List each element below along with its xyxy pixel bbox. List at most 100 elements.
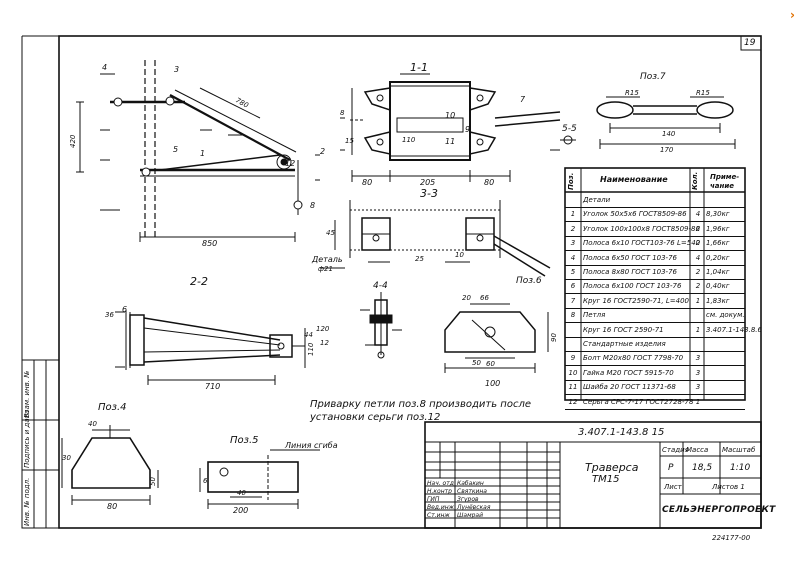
archive-stamp: 224177-00 — [712, 534, 751, 542]
spec-cell-note: 1,83кг — [706, 296, 730, 305]
stage-value: Р — [668, 463, 674, 473]
view-title-2-2: 2-2 — [190, 275, 208, 288]
spec-cell-pos: 10 — [568, 368, 578, 377]
dim-label: 80 — [362, 178, 373, 187]
callout: 3 — [174, 65, 180, 74]
side-label-inv: Инв. № подл. — [23, 477, 31, 526]
spec-cell-qty: 3 — [695, 368, 701, 377]
spec-cell-name: Петля — [583, 311, 606, 320]
spec-cell-note: 1,96кг — [706, 224, 730, 233]
dim-label: 8 — [340, 109, 345, 117]
spec-cell-name: Стандартные изделия — [583, 340, 666, 348]
spec-cell-qty: 2 — [695, 282, 701, 291]
spec-cell-qty: 1 — [695, 397, 701, 406]
spec-header-note: Приме- чание — [710, 173, 740, 190]
spec-header-pos: Поз. — [567, 172, 575, 190]
spec-cell-pos: 9 — [570, 354, 576, 363]
dim-label: 710 — [205, 382, 221, 391]
spec-cell-qty: 2 — [695, 224, 701, 233]
sheet-border — [58, 35, 762, 529]
assembly-note: Приварку петли поз.8 производить после у… — [310, 399, 531, 423]
callout: 10 — [445, 111, 456, 120]
signature-role: Ст.инж — [427, 512, 450, 519]
spec-cell-name: Шайба 20 ГОСТ 11371-68 — [583, 383, 676, 392]
dim-label: 40 — [237, 489, 246, 497]
dim-label: 6 — [203, 477, 208, 485]
spec-cell-qty: 4 — [695, 253, 701, 262]
callout: 11 — [445, 137, 456, 146]
spec-cell-name: Полоса 6х50 ГОСТ 103-76 — [583, 253, 677, 262]
dim-label: 110 — [402, 136, 416, 144]
spec-cell-note: 1,04кг — [706, 268, 730, 276]
scale-header: Масштаб — [722, 446, 756, 454]
scale-value: 1:10 — [730, 463, 751, 473]
view-title-pos6: Поз.6 — [516, 276, 542, 286]
view-3-3 — [320, 200, 551, 277]
dim-label: 100 — [485, 379, 501, 388]
pos5-view — [199, 449, 320, 509]
dim-label: 60 — [486, 360, 495, 368]
sheet-label: Лист — [664, 483, 682, 491]
drawing-title: Траверса — [585, 461, 639, 474]
spec-cell-name: Уголок 100х100х8 ГОСТ8509-86 — [583, 224, 700, 233]
view-title-pos5: Поз.5 — [230, 435, 259, 446]
callout: 9 — [465, 125, 471, 134]
dim-label: 25 — [415, 255, 424, 263]
sheet-number: 19 — [744, 38, 756, 48]
spec-cell-pos: 12 — [568, 397, 578, 406]
organization-name: СЕЛЬЭНЕРГОПРОЕКТ — [662, 505, 776, 515]
spec-row: Стандартные изделия — [565, 337, 745, 352]
dim-label: 140 — [662, 130, 676, 138]
view-2-2 — [115, 310, 306, 385]
view-title-4-4: 4-4 — [373, 281, 388, 291]
spec-header-name: Наименование — [600, 175, 668, 184]
view-title-pos7: Поз.7 — [640, 72, 666, 82]
dim-label: 110 — [307, 342, 315, 356]
pos7-view — [596, 96, 736, 149]
spec-cell-pos: 4 — [570, 253, 576, 262]
callout: 2 — [320, 147, 326, 156]
view-title-pos4: Поз.4 — [98, 402, 127, 413]
dim-label: 66 — [480, 294, 489, 302]
mass-header: Масса — [686, 446, 709, 454]
signature-role: ГИП — [427, 496, 440, 503]
section-5-5 — [550, 135, 576, 151]
spec-cell-name: Полоса 6х100 ГОСТ 103-76 — [583, 282, 682, 291]
signature-role: Вед.инж — [427, 504, 455, 511]
callout: 7 — [520, 95, 526, 104]
drawing-subtitle: ТМ15 — [592, 474, 620, 485]
spec-cell-name: Круг 16 ГОСТ 2590-71 — [583, 325, 664, 334]
title-block-grid — [424, 421, 762, 529]
spec-cell-qty: 1 — [695, 325, 701, 334]
spec-cell-pos: 7 — [570, 296, 576, 305]
spec-header-qty: Кол. — [691, 171, 699, 190]
spec-cell-pos: 11 — [568, 383, 578, 392]
spec-cell-pos: 5 — [570, 268, 576, 276]
spec-cell-note: см. докум. — [706, 311, 745, 320]
signature-role: Н.контр — [427, 488, 452, 495]
view-1-1 — [340, 73, 561, 182]
dim-label: 12 — [320, 339, 329, 347]
spec-cell-pos: 1 — [570, 210, 576, 219]
spec-cell-pos: 6 — [570, 282, 576, 291]
spec-cell-qty: 2 — [695, 239, 701, 248]
sheets-label: Листов 1 — [712, 483, 745, 491]
signature-name: Шамрай — [457, 512, 484, 519]
view-4-4 — [360, 292, 402, 359]
spec-row: Детали — [565, 193, 745, 208]
spec-cell-name: Гайка М20 ГОСТ 5915-70 — [583, 368, 674, 377]
signature-name: Святкина — [457, 488, 487, 495]
dim-label: 20 — [462, 294, 471, 302]
main-view — [76, 60, 320, 242]
spec-cell-name: Уголок 50х5х6 ГОСТ8509-86 — [583, 210, 687, 219]
spec-cell-name: Болт М20х80 ГОСТ 7798-70 — [583, 354, 684, 363]
spec-cell-note: 0,20кг — [706, 253, 730, 262]
spec-cell-name: Детали — [583, 196, 611, 204]
spec-row: 10 Гайка М20 ГОСТ 5915-70 3 — [565, 366, 745, 381]
